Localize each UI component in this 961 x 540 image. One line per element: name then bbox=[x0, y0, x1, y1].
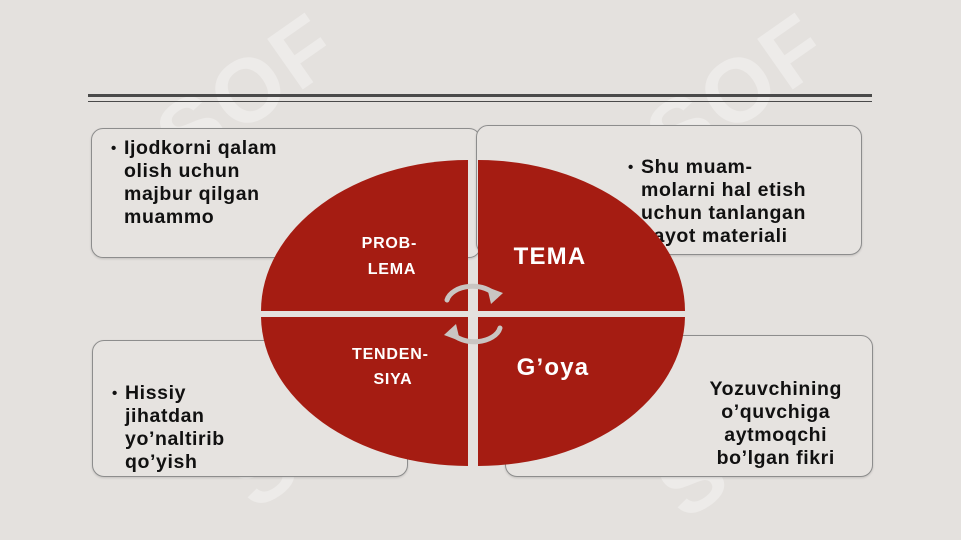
cycle-arrows-icon bbox=[444, 283, 503, 345]
tendensiya-description: Hissiy jihatdan yo’naltirib qo’yish bbox=[112, 382, 225, 474]
quadrant-label-tendensiya: TENDEN- SIYA bbox=[352, 346, 434, 388]
goya-description: Yozuvchining o’quvchiga aytmoqchi bo’lga… bbox=[709, 378, 842, 469]
quadrant-goya bbox=[478, 317, 685, 466]
quadrant-tendensiya bbox=[261, 317, 468, 466]
quadrant-label-problema: PROB- LEMA bbox=[362, 235, 423, 278]
header-rule-thin bbox=[88, 101, 872, 102]
quadrant-problema bbox=[261, 160, 468, 311]
tema-description: Shu muam- molarni hal etish uchun tanlan… bbox=[628, 156, 806, 248]
problema-description: Ijodkorni qalam olish uchun majbur qilga… bbox=[111, 137, 277, 229]
quadrant-tema bbox=[478, 160, 685, 311]
wheel-quadrants bbox=[261, 160, 685, 466]
quadrant-label-tema: TEMA bbox=[514, 243, 587, 270]
quadrant-label-goya: G’oya bbox=[517, 354, 590, 381]
header-rule bbox=[88, 94, 872, 97]
